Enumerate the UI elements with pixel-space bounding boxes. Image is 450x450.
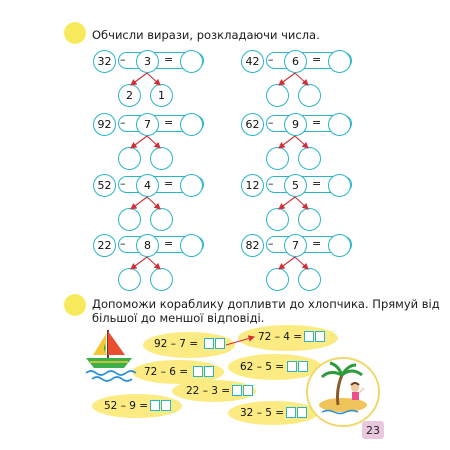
expression-2: 72 – 4 = bbox=[258, 331, 303, 343]
minuend-circle: 52 bbox=[93, 174, 116, 197]
answer-circle[interactable] bbox=[180, 113, 203, 136]
answer-circle[interactable] bbox=[328, 234, 351, 257]
answer-box[interactable] bbox=[287, 361, 297, 372]
minus-sign: – bbox=[120, 177, 126, 190]
part-circle-1[interactable] bbox=[266, 268, 289, 291]
part-circle-1[interactable]: 2 bbox=[118, 84, 141, 107]
answer-box[interactable] bbox=[286, 407, 296, 418]
expression-5: 22 – 3 = bbox=[186, 385, 231, 397]
equals-sign: = bbox=[164, 177, 174, 190]
answer-box[interactable] bbox=[161, 400, 171, 411]
equals-sign: = bbox=[164, 116, 174, 129]
equals-sign: = bbox=[312, 116, 322, 129]
part-circle-2[interactable] bbox=[298, 208, 321, 231]
task2-title-line2: більшої до меншої відповіді. bbox=[92, 311, 265, 325]
answer-box[interactable] bbox=[204, 366, 214, 377]
subtrahend-circle: 3 bbox=[136, 50, 159, 73]
part-circle-2[interactable] bbox=[150, 268, 173, 291]
answer-circle[interactable] bbox=[180, 50, 203, 73]
minuend-circle: 42 bbox=[241, 50, 264, 73]
answer-box[interactable] bbox=[315, 331, 325, 342]
task1-title: Обчисли вирази, розкладаючи числа. bbox=[92, 28, 320, 42]
answer-box[interactable] bbox=[304, 331, 314, 342]
subtrahend-circle: 6 bbox=[284, 50, 307, 73]
minus-sign: – bbox=[120, 53, 126, 66]
part-circle-2[interactable] bbox=[298, 268, 321, 291]
part-circle-2[interactable] bbox=[298, 84, 321, 107]
minuend-circle: 92 bbox=[93, 113, 116, 136]
expression-3: 72 – 6 = bbox=[144, 366, 189, 378]
task-bullet-1 bbox=[64, 22, 86, 44]
minuend-circle: 12 bbox=[241, 174, 264, 197]
answer-box[interactable] bbox=[204, 338, 214, 349]
answer-circle[interactable] bbox=[328, 113, 351, 136]
minus-sign: – bbox=[268, 177, 274, 190]
minus-sign: – bbox=[268, 53, 274, 66]
expression-6: 52 – 9 = bbox=[104, 400, 149, 412]
subtrahend-circle: 4 bbox=[136, 174, 159, 197]
expression-1: 92 – 7 = bbox=[154, 338, 199, 350]
equals-sign: = bbox=[312, 237, 322, 250]
part-circle-2[interactable] bbox=[298, 147, 321, 170]
part-circle-2[interactable] bbox=[150, 208, 173, 231]
answer-box[interactable] bbox=[150, 400, 160, 411]
answer-box[interactable] bbox=[232, 385, 242, 396]
task-bullet-2 bbox=[64, 294, 86, 316]
minuend-circle: 82 bbox=[241, 234, 264, 257]
part-circle-2[interactable]: 1 bbox=[150, 84, 173, 107]
part-circle-1[interactable] bbox=[118, 147, 141, 170]
answer-box[interactable] bbox=[297, 407, 307, 418]
expression-7: 32 – 5 = bbox=[240, 407, 285, 419]
part-circle-1[interactable] bbox=[266, 147, 289, 170]
subtrahend-circle: 5 bbox=[284, 174, 307, 197]
part-circle-1[interactable] bbox=[118, 268, 141, 291]
equals-sign: = bbox=[164, 53, 174, 66]
answer-box[interactable] bbox=[193, 366, 203, 377]
equals-sign: = bbox=[312, 177, 322, 190]
subtrahend-circle: 7 bbox=[136, 113, 159, 136]
part-circle-2[interactable] bbox=[150, 147, 173, 170]
answer-box[interactable] bbox=[215, 338, 225, 349]
part-circle-1[interactable] bbox=[118, 208, 141, 231]
part-circle-1[interactable] bbox=[266, 208, 289, 231]
minuend-circle: 62 bbox=[241, 113, 264, 136]
answer-box[interactable] bbox=[243, 385, 253, 396]
answer-box[interactable] bbox=[298, 361, 308, 372]
answer-circle[interactable] bbox=[180, 174, 203, 197]
task2-title-line1: Допоможи кораблику допливти до хлопчика.… bbox=[92, 297, 440, 311]
subtrahend-circle: 9 bbox=[284, 113, 307, 136]
subtrahend-circle: 7 bbox=[284, 234, 307, 257]
answer-circle[interactable] bbox=[328, 50, 351, 73]
minuend-circle: 32 bbox=[93, 50, 116, 73]
minus-sign: – bbox=[268, 237, 274, 250]
equals-sign: = bbox=[312, 53, 322, 66]
expression-4: 62 – 5 = bbox=[240, 361, 285, 373]
answer-circle[interactable] bbox=[180, 234, 203, 257]
minuend-circle: 22 bbox=[93, 234, 116, 257]
minus-sign: – bbox=[120, 237, 126, 250]
part-circle-1[interactable] bbox=[266, 84, 289, 107]
answer-circle[interactable] bbox=[328, 174, 351, 197]
subtrahend-circle: 8 bbox=[136, 234, 159, 257]
equals-sign: = bbox=[164, 237, 174, 250]
minus-sign: – bbox=[120, 116, 126, 129]
minus-sign: – bbox=[268, 116, 274, 129]
page-number: 23 bbox=[362, 421, 384, 439]
